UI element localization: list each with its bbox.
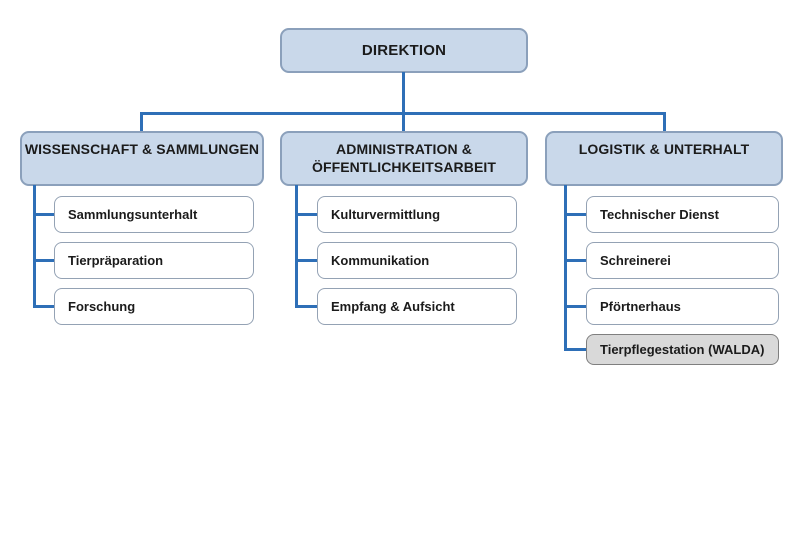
org-node-label: Schreinerei	[600, 253, 671, 268]
org-node-tierpflegestation-walda: Tierpflegestation (WALDA)	[586, 334, 779, 365]
org-node-sammlungsunterhalt: Sammlungsunterhalt	[54, 196, 254, 233]
connector-stub	[564, 305, 587, 308]
org-node-empfang-aufsicht: Empfang & Aufsicht	[317, 288, 517, 325]
org-node-label: Forschung	[68, 299, 136, 314]
connector-stub	[295, 213, 318, 216]
org-node-label: Kulturvermittlung	[331, 207, 441, 222]
org-node-pfoertnerhaus: Pförtnerhaus	[586, 288, 779, 325]
org-node-label: Technischer Dienst	[600, 207, 719, 222]
org-node-label: Tierpräparation	[68, 253, 164, 268]
connector-trunk-dept-1	[33, 185, 36, 308]
connector-trunk-dept-3	[564, 185, 567, 351]
org-node-label: Kommunikation	[331, 253, 430, 268]
org-node-kulturvermittlung: Kulturvermittlung	[317, 196, 517, 233]
connector-stub	[564, 348, 587, 351]
org-node-label: DIREKTION	[361, 42, 447, 59]
connector-trunk-dept-2	[295, 185, 298, 308]
org-node-direktion: DIREKTION	[280, 28, 528, 73]
org-node-kommunikation: Kommunikation	[317, 242, 517, 279]
org-node-forschung: Forschung	[54, 288, 254, 325]
org-node-label: Pförtnerhaus	[600, 299, 681, 314]
connector-stub	[295, 259, 318, 262]
org-node-label: Tierpflegestation (WALDA)	[600, 342, 765, 357]
connector-stub	[33, 305, 55, 308]
org-node-technischer-dienst: Technischer Dienst	[586, 196, 779, 233]
org-node-wissenschaft-sammlungen: WISSENSCHAFT & SAMMLUNGEN	[20, 131, 264, 186]
org-node-logistik-unterhalt: LOGISTIK & UNTERHALT	[545, 131, 783, 186]
connector-stub	[33, 213, 55, 216]
connector-drop-dept-2	[402, 112, 405, 131]
connector-stub	[564, 213, 587, 216]
org-node-label: LOGISTIK & UNTERHALT	[578, 141, 750, 157]
org-node-label: Empfang & Aufsicht	[331, 299, 455, 314]
org-node-schreinerei: Schreinerei	[586, 242, 779, 279]
connector-stub	[295, 305, 318, 308]
connector-stub	[564, 259, 587, 262]
org-node-tierpraeparation: Tierpräparation	[54, 242, 254, 279]
org-node-administration-oeffentlichkeitsarbeit: ADMINISTRATION & ÖFFENTLICHKEITSARBEIT	[280, 131, 528, 186]
connector-stub	[33, 259, 55, 262]
connector-drop-dept-3	[663, 112, 666, 131]
org-node-label: ADMINISTRATION & ÖFFENTLICHKEITSARBEIT	[311, 141, 497, 176]
connector-drop-dept-1	[140, 112, 143, 131]
org-node-label: Sammlungsunterhalt	[68, 207, 198, 222]
connector-root-drop	[402, 72, 405, 115]
org-node-label: WISSENSCHAFT & SAMMLUNGEN	[24, 141, 260, 157]
